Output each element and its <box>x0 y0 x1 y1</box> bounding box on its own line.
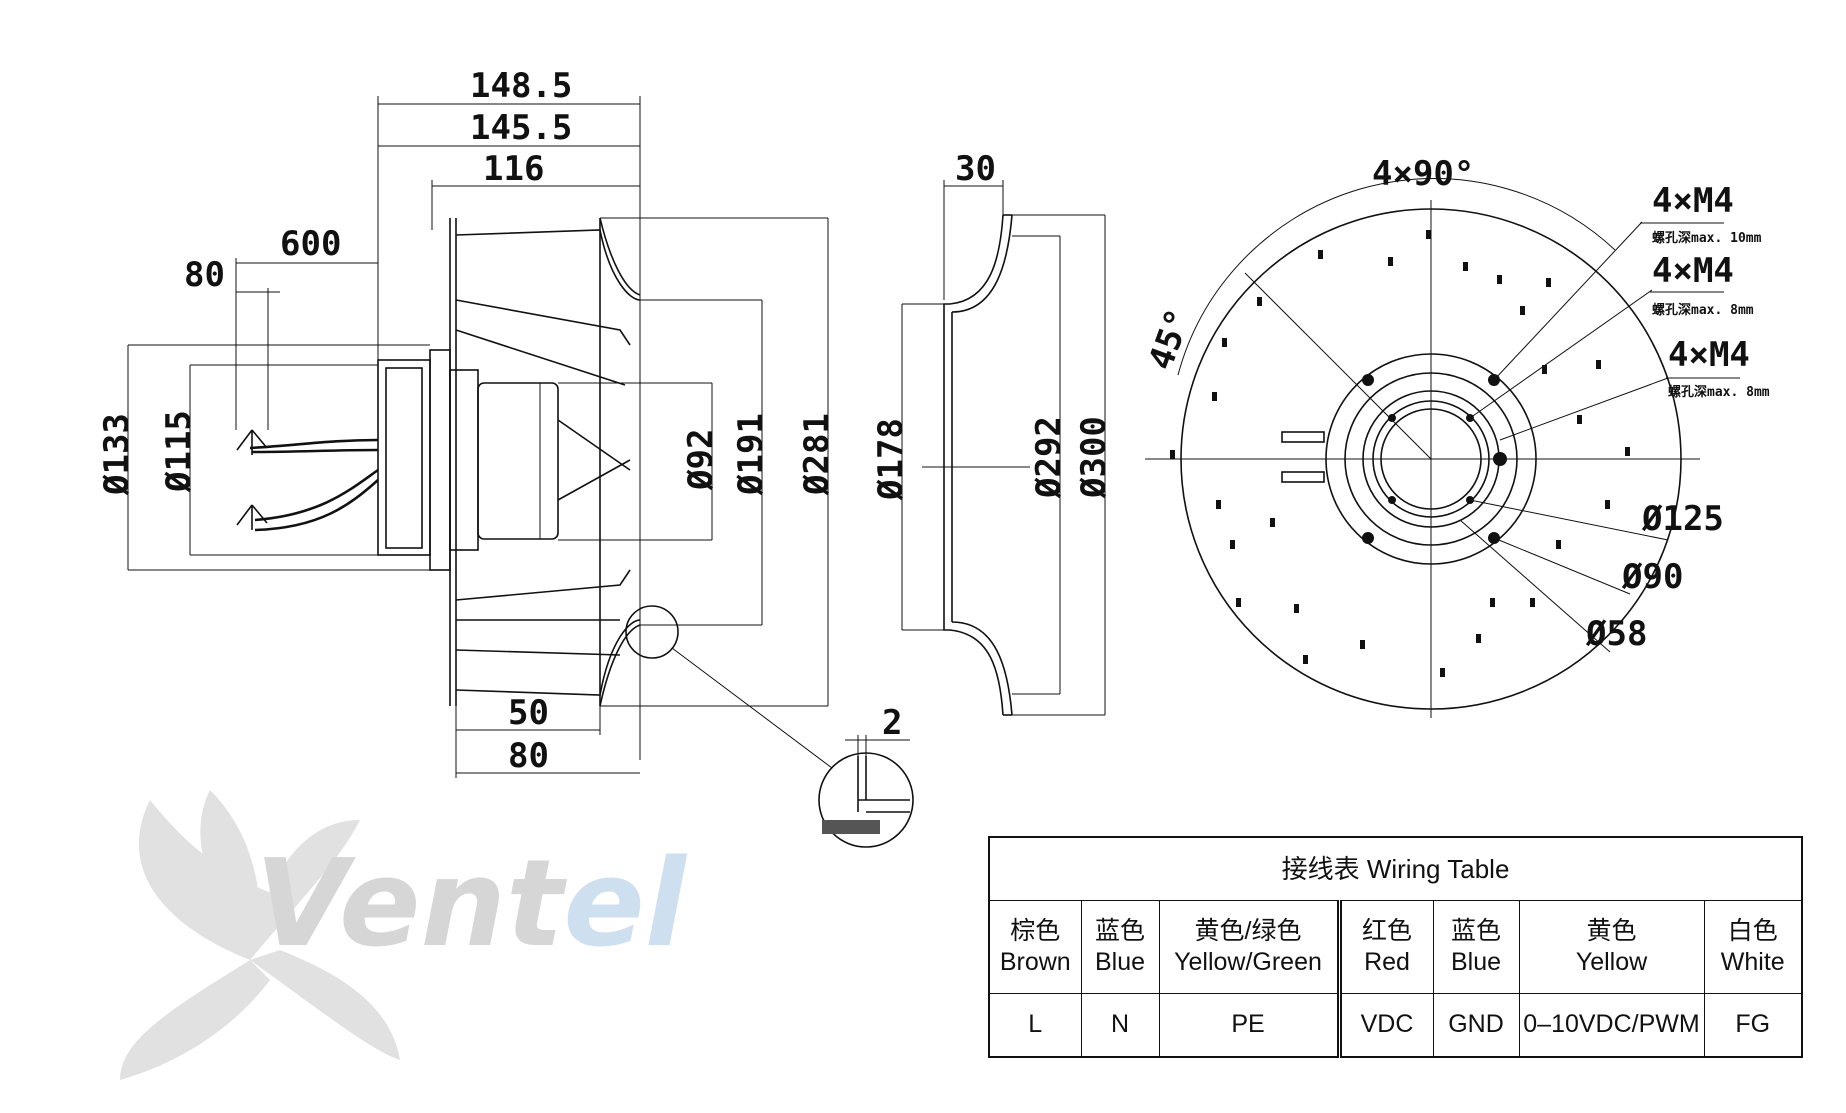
dim-30: 30 <box>955 149 996 189</box>
screw-m4-3: 4×M4 <box>1668 335 1750 375</box>
side-view: 148.5 145.5 116 600 80 Ø133 Ø115 <box>97 66 914 848</box>
screw-m4-1-note: 螺孔深max. 10mm <box>1652 230 1762 246</box>
angle-4x90: 4×90° <box>1372 154 1474 194</box>
dim-d178: Ø178 <box>871 418 911 501</box>
wiring-table-title: 接线表 Wiring Table <box>988 836 1803 901</box>
dim-d281: Ø281 <box>797 413 837 496</box>
fan-logo-icon <box>120 790 400 1080</box>
dim-2: 2 <box>882 703 902 743</box>
wire-function-n: N <box>1080 993 1160 1058</box>
dim-50: 50 <box>508 693 549 733</box>
dim-80-blade: 80 <box>508 736 549 776</box>
dim-80-lead: 80 <box>184 255 225 295</box>
dim-d133: Ø133 <box>97 413 137 496</box>
dim-116: 116 <box>483 149 544 189</box>
wire-function-fg: FG <box>1703 993 1803 1058</box>
wire-function-pe: PE <box>1158 993 1342 1058</box>
dim-148-5: 148.5 <box>470 66 572 106</box>
wire-function-gnd: GND <box>1432 993 1520 1058</box>
screw-m4-2: 4×M4 <box>1652 251 1734 291</box>
dim-d90: Ø90 <box>1621 557 1683 597</box>
front-view: 4×90° 45° <box>1141 154 1770 718</box>
watermark-text: Ventel <box>255 835 688 974</box>
dim-d125: Ø125 <box>1641 499 1724 539</box>
screw-m4-3-note: 螺孔深max. 8mm <box>1668 384 1770 400</box>
dim-d58: Ø58 <box>1585 614 1647 654</box>
wire-function-l: L <box>988 993 1082 1058</box>
inlet-ring-view: 30 Ø178 Ø292 Ø300 <box>871 149 1114 716</box>
dim-d115: Ø115 <box>159 410 199 493</box>
dim-d292: Ø292 <box>1029 416 1069 499</box>
dim-d92: Ø92 <box>681 429 721 491</box>
watermark: Ventel <box>120 790 688 1080</box>
dim-145-5: 145.5 <box>470 108 572 148</box>
screw-m4-2-note: 螺孔深max. 8mm <box>1652 302 1754 318</box>
wire-function-pwm: 0–10VDC/PWM <box>1518 993 1705 1058</box>
dim-600: 600 <box>280 224 341 264</box>
dim-d300: Ø300 <box>1074 416 1114 499</box>
dim-d191: Ø191 <box>731 413 771 496</box>
angle-45: 45° <box>1141 304 1200 375</box>
screw-m4-1: 4×M4 <box>1652 181 1734 221</box>
balance-holes <box>1170 230 1630 677</box>
wire-function-vdc: VDC <box>1338 993 1434 1058</box>
